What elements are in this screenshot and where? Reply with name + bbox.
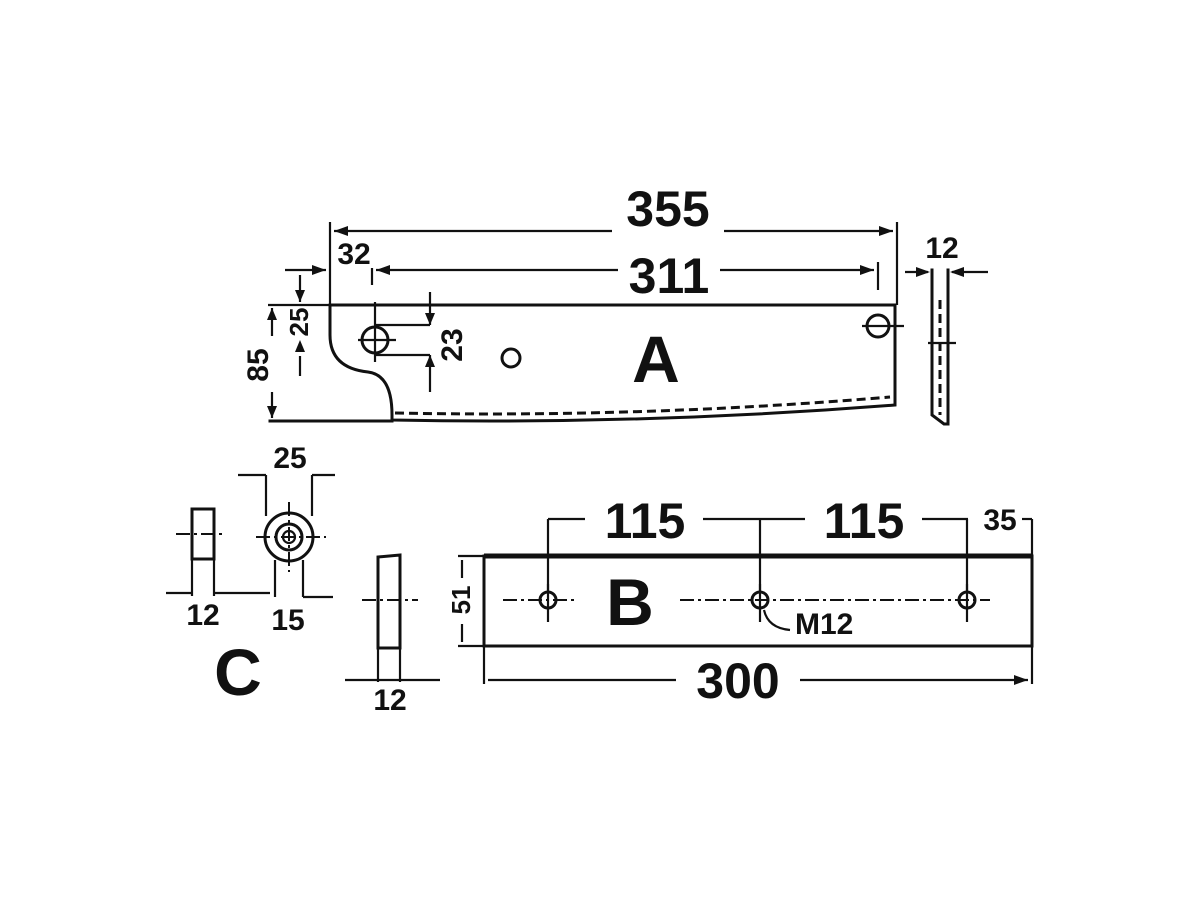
part-a-side-view <box>930 268 950 426</box>
part-c-label: C <box>214 635 262 709</box>
dim-b-spacing-2: 115 <box>824 493 905 549</box>
dim-c-inner-diameter: 15 <box>271 604 304 637</box>
part-b: 51 M12 115 115 35 300 B <box>446 493 1034 709</box>
dim-a-hole-spacing: 311 <box>629 248 710 304</box>
thread-leader <box>762 609 791 632</box>
dim-b-width: 51 <box>446 586 476 615</box>
dim-c-outer-diameter: 25 <box>273 442 306 475</box>
dim-a-hole-offset: 32 <box>337 238 370 271</box>
dim-c-side-thickness: 12 <box>186 599 219 632</box>
part-a-label: A <box>632 322 680 396</box>
part-a-hidden-edge <box>394 395 891 416</box>
dim-a-overall-length: 355 <box>626 181 709 237</box>
dim-a-hole-from-top: 25 <box>284 308 314 337</box>
part-a-center-hole <box>500 347 522 369</box>
dim-b-length: 300 <box>696 653 779 709</box>
dim-b-spacing-1: 115 <box>605 493 686 549</box>
dim-a-slot: 23 <box>436 328 469 361</box>
part-c-plate-end-view <box>376 553 402 650</box>
dim-b-end-offset: 35 <box>983 504 1016 537</box>
part-b-outline <box>482 554 1034 648</box>
dim-a-height: 85 <box>242 348 275 381</box>
part-a: 23 355 311 32 25 85 <box>242 181 988 426</box>
part-a-outline <box>328 303 897 423</box>
dim-b-thread: M12 <box>795 608 853 641</box>
dim-a-thickness: 12 <box>925 232 958 265</box>
part-b-label: B <box>606 565 654 639</box>
dim-c-plate-thickness: 12 <box>373 684 406 717</box>
part-c: 12 25 15 C 12 <box>166 442 440 717</box>
